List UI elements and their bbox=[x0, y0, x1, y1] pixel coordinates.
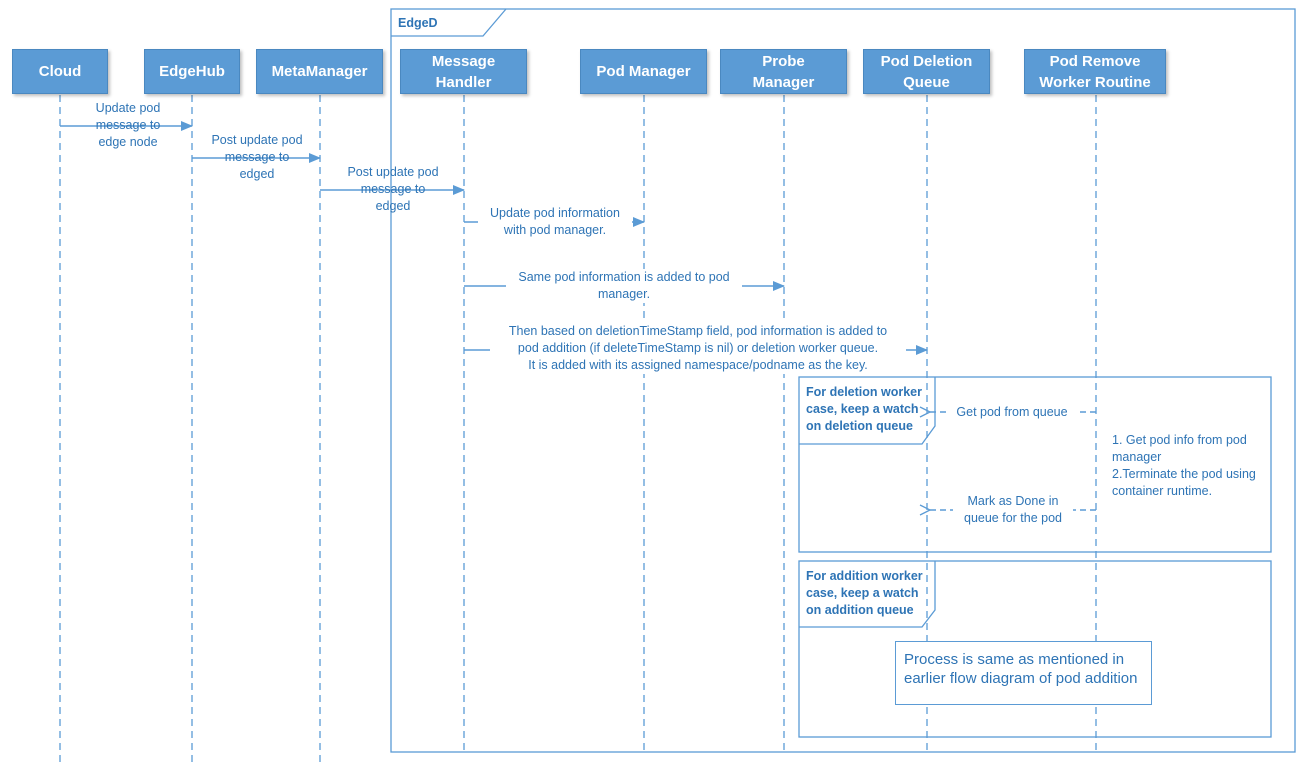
participant-poddeletionqueue: Pod Deletion Queue bbox=[863, 49, 990, 94]
msg-label-3: Post update pod message to edged bbox=[347, 165, 439, 213]
msg-label-8: Mark as Done in queue for the pod bbox=[953, 493, 1073, 527]
edged-frame-tab bbox=[391, 8, 507, 37]
participant-cloud: Cloud bbox=[12, 49, 108, 94]
participant-podremoveworker: Pod Remove Worker Routine bbox=[1024, 49, 1166, 94]
deletion-fragment-label: For deletion worker case, keep a watch o… bbox=[806, 385, 922, 433]
addition-fragment bbox=[798, 560, 1272, 738]
participant-probemanager: Probe Manager bbox=[720, 49, 847, 94]
participant-edgehub: EdgeHub bbox=[144, 49, 240, 94]
participant-messagehandler: Message Handler bbox=[400, 49, 527, 94]
msg-label-4: Update pod information with pod manager. bbox=[478, 205, 632, 239]
deletion-fragment bbox=[798, 376, 1272, 553]
addition-fragment-label: For addition worker case, keep a watch o… bbox=[806, 569, 923, 617]
msg-label-2: Post update pod message to edged bbox=[211, 133, 303, 181]
msg-label-6: Then based on deletionTimeStamp field, p… bbox=[490, 323, 906, 374]
msg-label-7: Get pod from queue bbox=[948, 404, 1076, 421]
addition-fragment-tab bbox=[799, 561, 936, 628]
deletion-worker-note: 1. Get pod info from pod manager 2.Termi… bbox=[1112, 433, 1256, 498]
addition-process-note: Process is same as mentioned in earlier … bbox=[895, 641, 1152, 705]
participant-podmanager: Pod Manager bbox=[580, 49, 707, 94]
msg-label-5: Same pod information is added to pod man… bbox=[506, 269, 742, 303]
participant-metamanager: MetaManager bbox=[256, 49, 383, 94]
msg-label-1: Update pod message to edge node bbox=[95, 101, 161, 149]
deletion-fragment-tab bbox=[799, 377, 936, 445]
edged-frame bbox=[390, 8, 1296, 753]
edged-frame-title: EdgeD bbox=[398, 16, 438, 30]
